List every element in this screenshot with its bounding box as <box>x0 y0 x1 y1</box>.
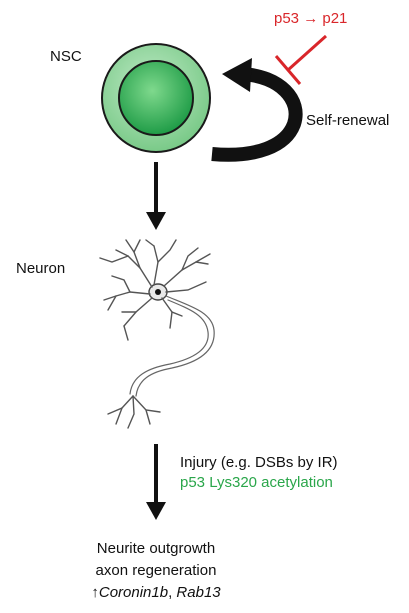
nsc-label: NSC <box>50 48 82 65</box>
outcome-line1: Neurite outgrowth <box>56 540 256 557</box>
outcome-genes: ↑Coronin1b, Rab13 <box>56 584 256 601</box>
nsc-cell-icon <box>102 44 210 152</box>
self-renewal-label: Self-renewal <box>306 112 389 129</box>
neuron-label: Neuron <box>16 260 65 277</box>
acetylation-label: p53 Lys320 acetylation <box>180 474 333 491</box>
outcome-line2: axon regeneration <box>56 562 256 579</box>
injury-label: Injury (e.g. DSBs by IR) <box>180 454 338 471</box>
neuron-icon <box>100 240 214 428</box>
gene-coronin1b: Coronin1b <box>99 584 168 601</box>
inhibition-symbol-icon <box>276 36 326 84</box>
up-arrow: ↑ <box>91 584 99 601</box>
injury-arrow-icon <box>146 444 166 520</box>
gene-rab13: Rab13 <box>176 584 220 601</box>
differentiation-arrow-icon <box>146 162 166 230</box>
self-renewal-arrow-icon <box>212 58 296 155</box>
p53-p21-label: p53 → p21 <box>274 10 347 27</box>
